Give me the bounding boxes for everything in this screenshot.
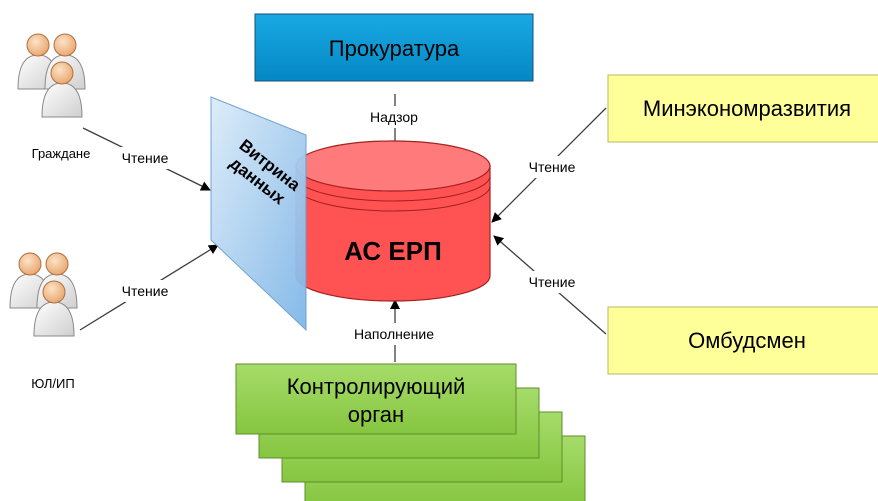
legal-users-icon [9, 252, 78, 337]
database-node[interactable]: АС ЕРП [295, 140, 491, 302]
control-body-label-2: орган [348, 402, 404, 427]
prosecutor-node[interactable]: Прокуратура [254, 13, 534, 82]
data-window-node[interactable]: Витрина данных [210, 96, 307, 332]
ombudsman-label: Омбудсмен [688, 328, 806, 353]
ombudsman-box [607, 306, 878, 375]
edge-labels: Надзор Наполнение Чтение Чтение Чтение Ч… [112, 106, 585, 345]
data-window-panel [210, 96, 307, 332]
control-body-label-1: Контролирующий [287, 374, 466, 399]
edge-label-read-citizens: Чтение [122, 150, 169, 166]
database-label: АС ЕРП [344, 236, 442, 266]
citizens-users-icon [17, 33, 86, 118]
edge-label-filling: Наполнение [354, 326, 434, 342]
database-top [295, 140, 491, 192]
edge-label-read-ombudsman: Чтение [529, 274, 576, 290]
ombudsman-node[interactable]: Омбудсмен [607, 306, 878, 375]
prosecutor-box [254, 13, 534, 82]
ministry-box [607, 74, 878, 143]
control-body-box[interactable] [235, 363, 517, 435]
prosecutor-label: Прокуратура [329, 36, 460, 61]
legal-entities-label: ЮЛ/ИП [31, 376, 74, 391]
ministry-node[interactable]: Минэкономразвития [607, 74, 878, 143]
citizens-label: Граждане [32, 146, 91, 161]
edge-label-supervision: Надзор [370, 109, 418, 125]
edge-label-read-legal: Чтение [122, 283, 169, 299]
edge-label-read-ministry: Чтение [529, 159, 576, 175]
database-ring-1 [295, 175, 491, 202]
database-ring-2 [295, 185, 491, 212]
control-body-stack: Контролирующий орган [235, 363, 586, 501]
ministry-label: Минэкономразвития [643, 96, 851, 121]
